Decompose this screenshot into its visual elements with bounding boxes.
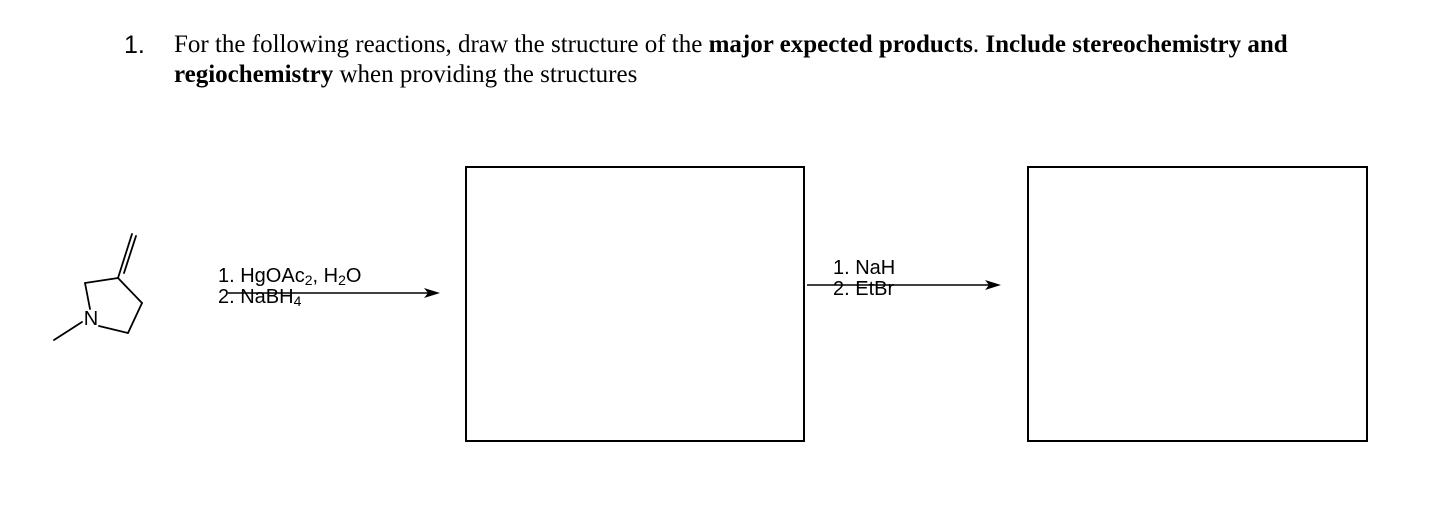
question-bold-major-products: major expected products [708,31,973,58]
starting-material-structure: N [53,233,143,341]
bond-c5-n [98,325,129,334]
step1-reagent-line-2: 2. NaBH4 [218,286,302,309]
answer-box-final-product[interactable] [1027,166,1368,442]
nitrogen-atom-label: N [84,308,98,330]
bond-c4-c5 [127,302,143,334]
bond-c2-c3 [84,277,119,284]
question-text-part-2: . [972,31,986,58]
bond-c3-c4 [117,277,143,304]
step2-reagent-line-2: 2. EtBr [833,278,895,300]
question-bold-include-stereo: Include stereochemistry and regiochemist… [174,31,1288,88]
step2-reagent-line-1: 1. NaH [833,257,896,279]
bond-exocyclic-double-2 [123,235,137,274]
question: 1. For the following reactions, draw the… [124,30,1344,90]
bond-exocyclic-double-1 [117,233,133,279]
question-number: 1. [124,31,145,59]
answer-box-intermediate[interactable] [465,166,805,442]
question-text: For the following reactions, draw the st… [174,30,1344,90]
bond-n-methyl [53,321,83,341]
reaction-arrow-1 [228,288,440,298]
step1-reagents: 1. HgOAc2, H2O 2. NaBH4 [218,265,362,309]
question-text-part-1: For the following reactions, draw the st… [174,31,709,58]
bond-n-c2 [84,282,91,310]
step1-reagent-line-1: 1. HgOAc2, H2O [218,265,362,288]
question-text-part-3: when providing the structures [333,61,638,88]
step2-reagents: 1. NaH 2. EtBr [833,258,895,300]
reaction-arrow-2 [807,280,1001,290]
